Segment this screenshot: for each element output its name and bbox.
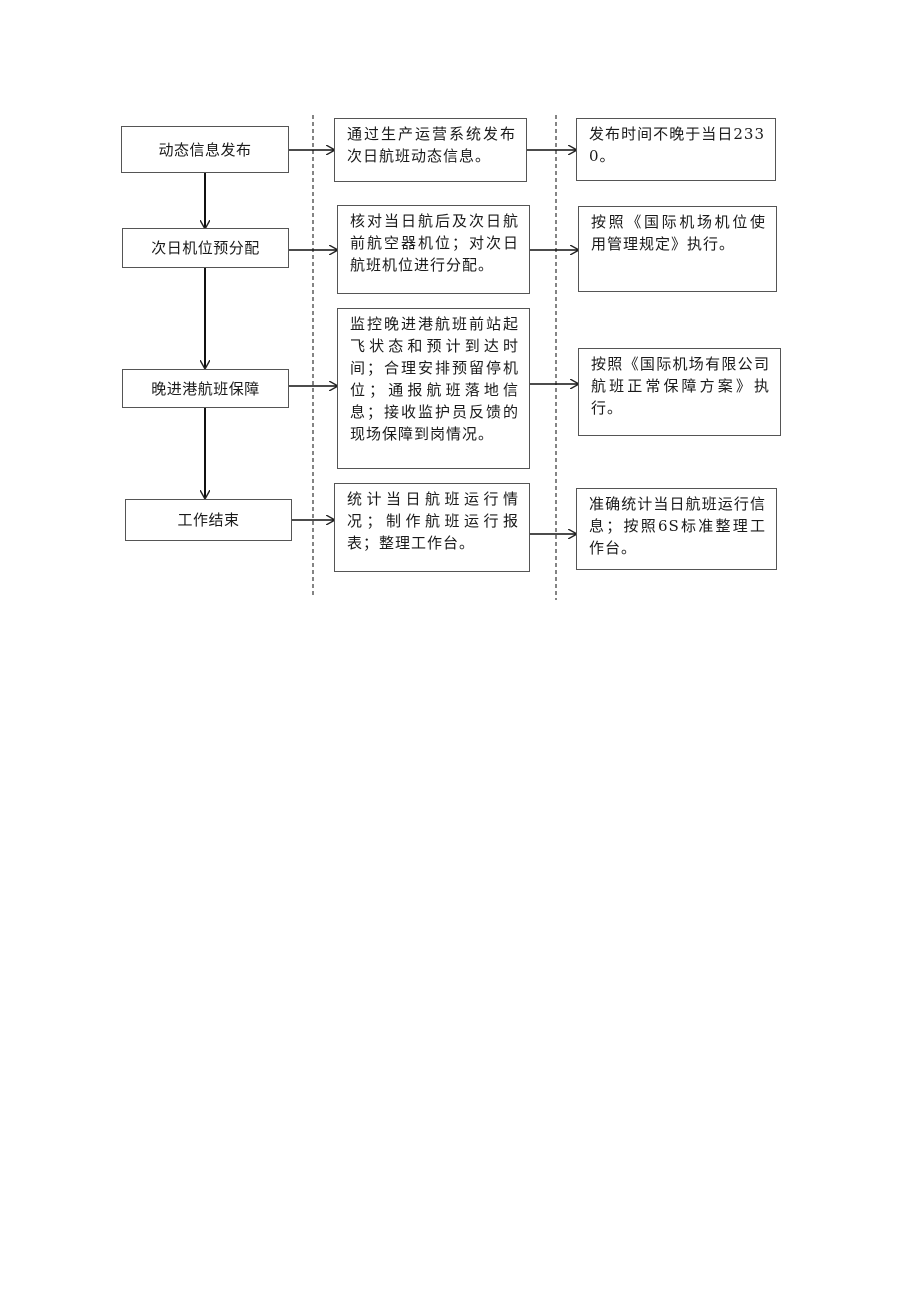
action-box-2: 核对当日航后及次日航前航空器机位；对次日航班机位进行分配。 <box>337 205 530 294</box>
action-box-3: 监控晚进港航班前站起飞状态和预计到达时间；合理安排预留停机位；通报航班落地信息；… <box>337 308 530 469</box>
step-label-2: 次日机位预分配 <box>151 239 260 257</box>
step-label-3: 晚进港航班保障 <box>151 379 260 398</box>
step-label-4: 工作结束 <box>177 511 240 529</box>
step-box-1: 动态信息发布 <box>121 126 289 173</box>
rule-box-1: 发布时间不晚于当日2330。 <box>576 118 776 181</box>
rule-box-3: 按照《国际机场有限公司航班正常保障方案》执行。 <box>578 348 781 436</box>
rule-text-4: 准确统计当日航班运行信息；按照6S标准整理工作台。 <box>589 495 766 557</box>
rule-box-2: 按照《国际机场机位使用管理规定》执行。 <box>578 206 777 292</box>
step-box-3: 晚进港航班保障 <box>122 369 289 408</box>
rule-text-2: 按照《国际机场机位使用管理规定》执行。 <box>591 213 766 253</box>
action-text-1: 通过生产运营系统发布次日航班动态信息。 <box>347 125 516 165</box>
action-box-4: 统计当日航班运行情况；制作航班运行报表；整理工作台。 <box>334 483 530 572</box>
step-box-4: 工作结束 <box>125 499 292 541</box>
step-box-2: 次日机位预分配 <box>122 228 289 268</box>
action-text-2: 核对当日航后及次日航前航空器机位；对次日航班机位进行分配。 <box>350 212 519 274</box>
action-text-4: 统计当日航班运行情况；制作航班运行报表；整理工作台。 <box>347 490 519 552</box>
rule-box-4: 准确统计当日航班运行信息；按照6S标准整理工作台。 <box>576 488 777 570</box>
action-box-1: 通过生产运营系统发布次日航班动态信息。 <box>334 118 527 182</box>
step-label-1: 动态信息发布 <box>158 140 252 159</box>
rule-text-1: 发布时间不晚于当日2330。 <box>589 125 765 165</box>
action-text-3: 监控晚进港航班前站起飞状态和预计到达时间；合理安排预留停机位；通报航班落地信息；… <box>350 315 519 443</box>
rule-text-3: 按照《国际机场有限公司航班正常保障方案》执行。 <box>591 355 770 417</box>
